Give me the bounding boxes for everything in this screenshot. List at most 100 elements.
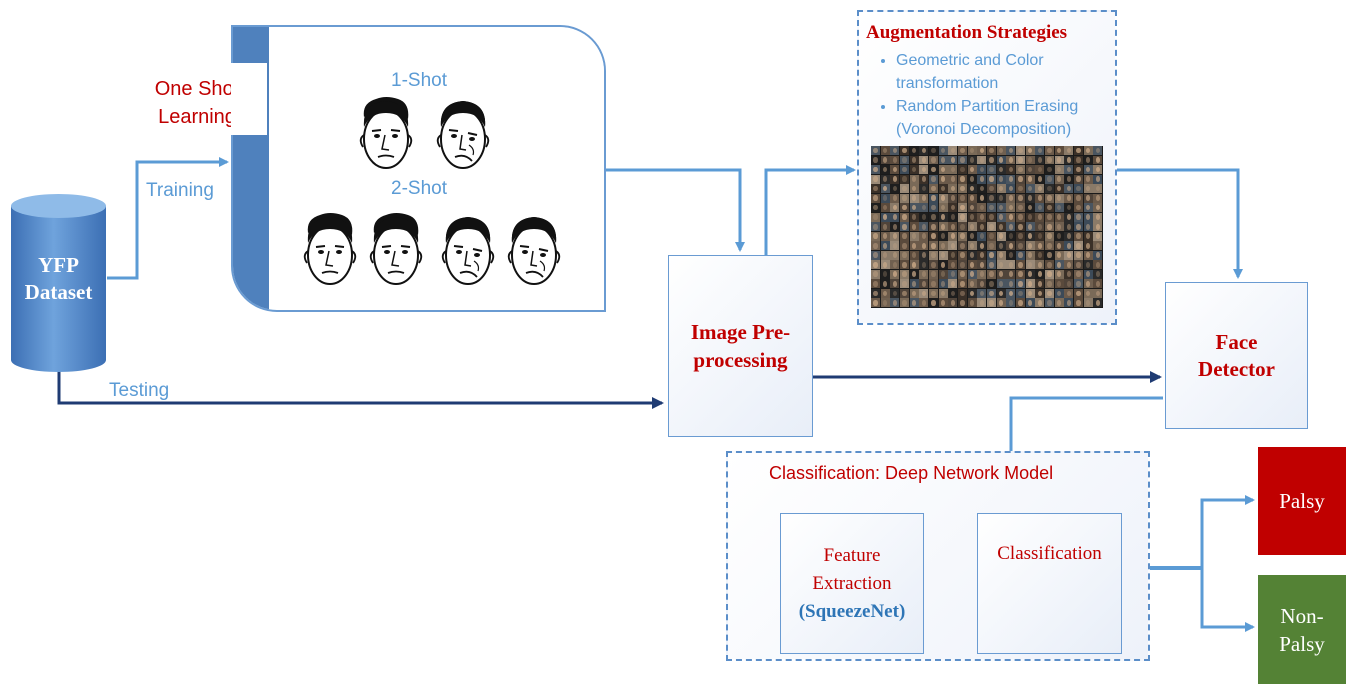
mosaic-tile (958, 260, 968, 270)
mosaic-tile (967, 174, 977, 184)
mosaic-face (1095, 147, 1101, 154)
mosaic-tile (1035, 212, 1045, 222)
mosaic-face (960, 300, 965, 306)
mosaic-tile (1054, 193, 1064, 203)
panel-to-preprocessing-arrow (606, 168, 745, 252)
mosaic-face (940, 166, 946, 173)
mosaic-tile (1064, 260, 1074, 270)
mosaic-tile (919, 241, 929, 251)
mosaic-face (1037, 214, 1043, 220)
mosaic-face (1095, 166, 1101, 173)
mosaic-face (1047, 223, 1052, 230)
mosaic-tile (1035, 298, 1045, 308)
mosaic-face (1095, 195, 1101, 201)
mosaic-tile (987, 165, 997, 174)
mosaic-face (969, 261, 975, 268)
mosaic-face (969, 214, 975, 220)
mosaic-face (1066, 252, 1072, 259)
mosaic-tile (919, 146, 929, 155)
mosaic-face (1037, 281, 1043, 287)
mosaic-face (1047, 176, 1052, 182)
mosaic-face (998, 214, 1004, 220)
mosaic-face (960, 176, 965, 182)
mosaic-tile (1054, 279, 1064, 289)
mosaic-tile (890, 193, 900, 203)
nonpalsy-output-box: Non- Palsy (1258, 575, 1346, 684)
mosaic-face (1066, 176, 1072, 182)
mosaic-face (931, 147, 936, 154)
mosaic-tile (948, 260, 958, 270)
mosaic-face (931, 261, 936, 268)
mosaic-face (1008, 271, 1014, 278)
mosaic-tile (996, 193, 1006, 203)
mosaic-face (902, 185, 907, 192)
mosaic-tile (1016, 298, 1026, 308)
mosaic-face (989, 147, 994, 154)
mosaic-face (989, 300, 994, 306)
mosaic-face (950, 242, 956, 249)
mosaic-tile (1016, 155, 1026, 165)
mosaic-face (1085, 195, 1091, 201)
mosaic-tile (1064, 231, 1074, 241)
mosaic-tile (1064, 165, 1074, 174)
mosaic-tile (1006, 231, 1016, 241)
mosaic-face (1018, 204, 1023, 211)
mosaic-face (1008, 195, 1014, 201)
mosaic-face (921, 185, 927, 192)
mosaic-tile (977, 260, 987, 270)
mosaic-face (1076, 233, 1081, 240)
mosaic-face (1027, 157, 1033, 163)
mosaic-face (1066, 300, 1072, 306)
mosaic-tile (871, 146, 881, 155)
mosaic-tile (987, 269, 997, 279)
mosaic-face (1037, 176, 1043, 182)
mosaic-face (969, 195, 975, 201)
palsy-label: Palsy (1279, 488, 1325, 513)
mosaic-tile (1035, 279, 1045, 289)
mosaic-tile (1054, 298, 1064, 308)
mosaic-face (1018, 195, 1023, 201)
mosaic-tile (948, 155, 958, 165)
mosaic-tile (967, 212, 977, 222)
mosaic-face (892, 233, 898, 240)
mosaic-face (1027, 290, 1033, 297)
mosaic-tile (1025, 279, 1035, 289)
mosaic-face (998, 204, 1004, 211)
mosaic-face (998, 166, 1004, 173)
face-detector-label-line1: Face (1215, 329, 1258, 354)
mosaic-face (931, 252, 936, 259)
mosaic-face (902, 204, 907, 211)
mosaic-face (969, 252, 975, 259)
mosaic-face (882, 252, 888, 259)
mosaic-face (1085, 271, 1091, 278)
mosaic-face (998, 157, 1004, 163)
mosaic-tile (1064, 174, 1074, 184)
mosaic-face (873, 157, 878, 163)
mosaic-tile (1016, 288, 1026, 298)
mosaic-tile (900, 174, 910, 184)
mosaic-face (1027, 271, 1033, 278)
mosaic-tile (938, 222, 948, 232)
mosaic-face (1076, 147, 1081, 154)
mosaic-face (1018, 281, 1023, 287)
mosaic-face (950, 233, 956, 240)
mosaic-face (989, 252, 994, 259)
mosaic-face (998, 176, 1004, 182)
mosaic-face (911, 147, 917, 154)
mosaic-tile (996, 222, 1006, 232)
mosaic-face (921, 300, 927, 306)
bullet-text: Random Partition Erasing (896, 98, 1079, 115)
one-shot-heading: 1-Shot (391, 70, 447, 91)
mosaic-face (892, 176, 898, 182)
mosaic-face (989, 166, 994, 173)
mosaic-face (921, 166, 927, 173)
mosaic-face (1095, 290, 1101, 297)
mosaic-tile (890, 250, 900, 260)
mosaic-tile (919, 231, 929, 241)
mosaic-face (940, 290, 946, 297)
mosaic-tile (1025, 231, 1035, 241)
mosaic-tile (987, 260, 997, 270)
mosaic-tile (1083, 184, 1093, 194)
mosaic-tile (967, 222, 977, 232)
to-nonpalsy-arrow (1200, 568, 1255, 632)
